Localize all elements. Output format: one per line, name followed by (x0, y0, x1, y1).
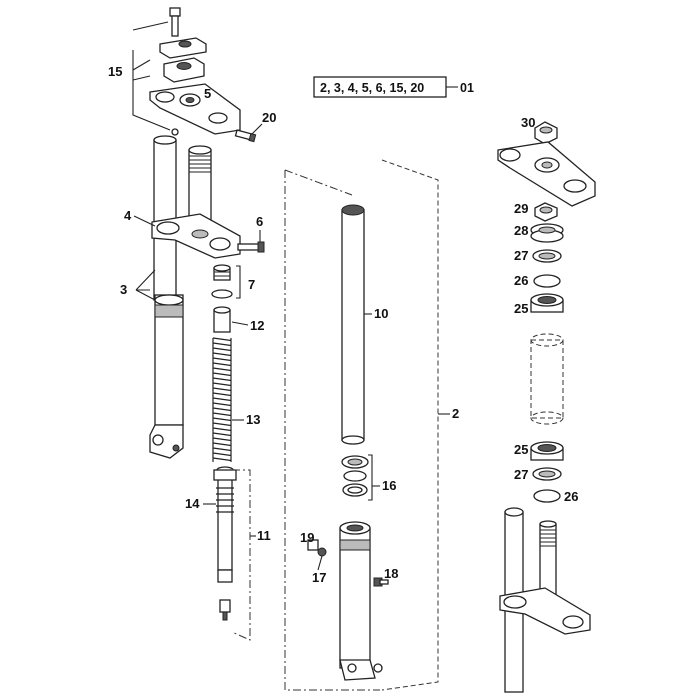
label-25a: 25 (514, 301, 528, 316)
label-28: 28 (514, 223, 528, 238)
seal-kit (341, 455, 369, 497)
kit-reference-box: 2, 3, 4, 5, 6, 15, 20 01 (313, 76, 474, 98)
lower-crown-with-stem (499, 507, 591, 693)
label-16: 16 (382, 478, 396, 493)
drain-bolt (373, 577, 389, 587)
upper-bearing (530, 293, 564, 313)
lower-triple-clamp (151, 213, 241, 259)
label-26b: 26 (564, 489, 578, 504)
top-triple-clamp (149, 83, 241, 135)
label-30: 30 (521, 115, 535, 130)
label-19: 19 (300, 530, 314, 545)
head-tube-outline (530, 333, 564, 425)
damper-rod (213, 466, 237, 621)
upper-crown (497, 141, 596, 207)
label-15: 15 (108, 64, 122, 79)
label-6: 6 (256, 214, 263, 229)
label-12: 12 (250, 318, 264, 333)
stem-nut (534, 121, 558, 145)
label-27b: 27 (514, 467, 528, 482)
label-29: 29 (514, 201, 528, 216)
spacer-tube (213, 306, 231, 333)
lower-o-ring (533, 489, 561, 503)
label-17: 17 (312, 570, 326, 585)
label-25b: 25 (514, 442, 528, 457)
upper-bearing-race (532, 249, 562, 263)
kit-parts-text: 2, 3, 4, 5, 6, 15, 20 (320, 81, 424, 95)
steering-nut (534, 202, 558, 222)
kit-ref-number: 01 (460, 81, 474, 95)
label-10: 10 (374, 306, 388, 321)
top-bolt (169, 7, 181, 37)
label-11: 11 (257, 528, 271, 543)
outer-lower-tube (339, 521, 383, 681)
label-4: 4 (124, 208, 132, 223)
fork-lower-leg (149, 294, 184, 459)
label-27a: 27 (514, 248, 528, 263)
label-14: 14 (185, 496, 200, 511)
label-3: 3 (120, 282, 127, 297)
label-2: 2 (452, 406, 459, 421)
handlebar-clamp (159, 37, 207, 83)
clamp-bolt (234, 129, 257, 143)
lower-bearing-race (532, 467, 562, 481)
label-5: 5 (204, 86, 211, 101)
fork-cap (211, 264, 233, 299)
fork-spring (212, 337, 232, 462)
inner-fork-tube (341, 204, 365, 445)
label-18: 18 (384, 566, 398, 581)
label-26a: 26 (514, 273, 528, 288)
small-fitting (307, 539, 327, 557)
label-20: 20 (262, 110, 276, 125)
dust-seal (530, 223, 564, 243)
label-13: 13 (246, 412, 260, 427)
label-7: 7 (248, 277, 255, 292)
pinch-bolt (237, 241, 265, 253)
upper-o-ring (533, 274, 561, 288)
lower-bearing (530, 441, 564, 461)
